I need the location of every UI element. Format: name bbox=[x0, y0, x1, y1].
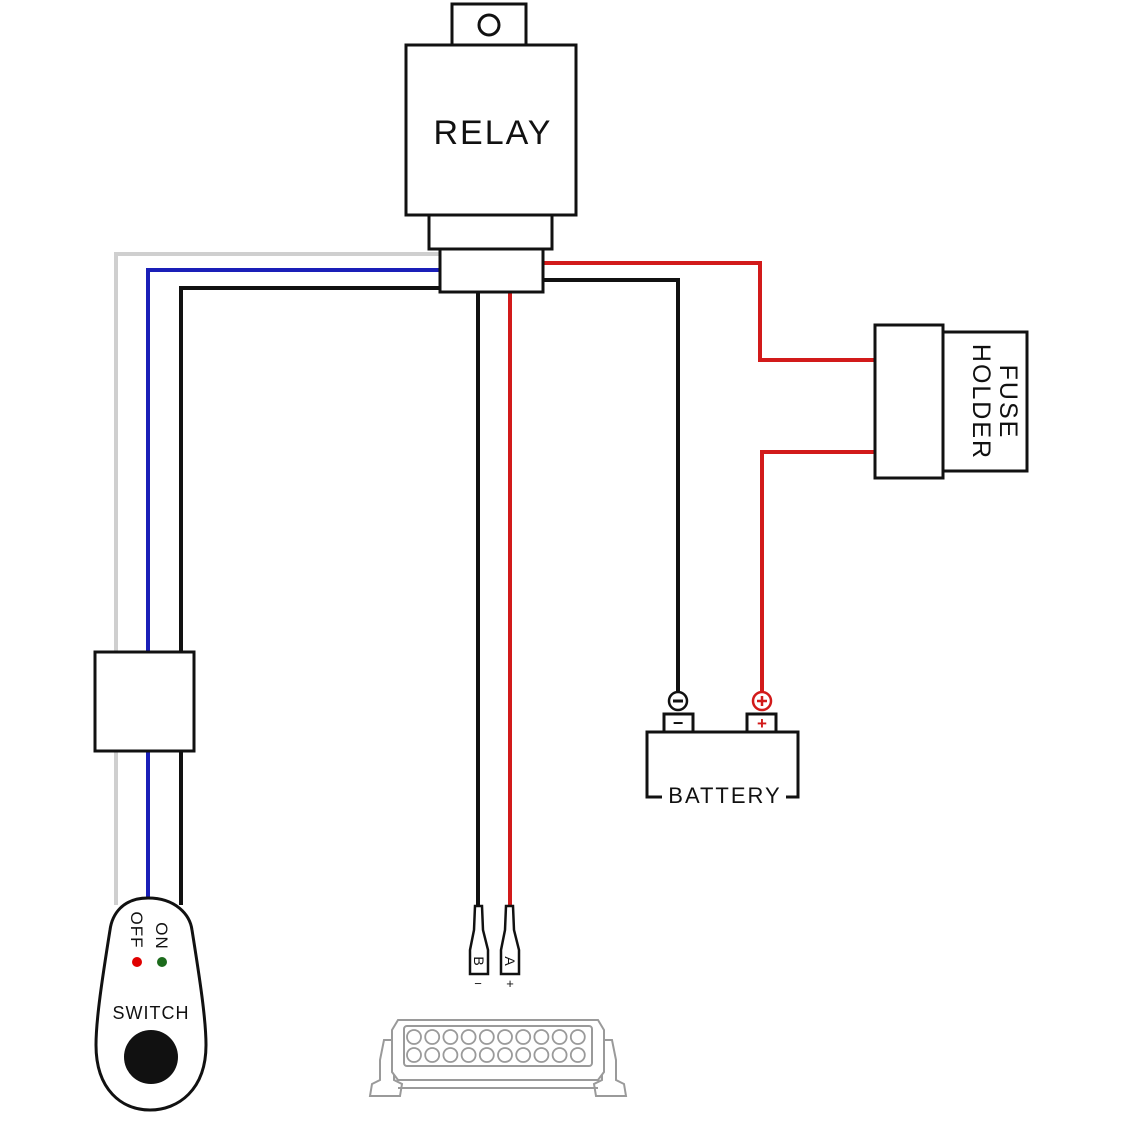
battery-positive-sign: + bbox=[757, 714, 767, 733]
led-cell-icon bbox=[515, 1029, 532, 1045]
fuse-holder-body bbox=[873, 323, 945, 480]
relay-body bbox=[404, 43, 578, 217]
relay-socket bbox=[438, 247, 545, 294]
battery-negative-sign: − bbox=[673, 713, 684, 733]
battery-label: BATTERY bbox=[668, 783, 781, 808]
led-cell-icon bbox=[460, 1047, 477, 1063]
led-cell-icon bbox=[551, 1047, 568, 1063]
wires bbox=[114, 252, 875, 906]
led-cell-icon bbox=[406, 1047, 422, 1063]
off-led-icon bbox=[132, 957, 142, 967]
light-bar-terminals: B − A + bbox=[468, 904, 521, 991]
led-cell-icon bbox=[497, 1029, 513, 1045]
led-cell-icon bbox=[533, 1047, 550, 1063]
led-cell-icon bbox=[478, 1047, 495, 1063]
led-light-bar-icon bbox=[368, 1019, 628, 1097]
terminal-b-connector bbox=[468, 904, 490, 976]
switch-harness-connector bbox=[93, 650, 196, 753]
terminal-a-connector bbox=[499, 904, 521, 976]
relay: RELAY bbox=[404, 2, 578, 294]
gray-wire bbox=[114, 252, 440, 905]
relay-neck bbox=[427, 213, 554, 251]
led-cell-icon bbox=[424, 1029, 441, 1045]
led-cell-icon bbox=[442, 1029, 459, 1045]
led-cell-icon bbox=[515, 1047, 532, 1063]
led-cell-icon bbox=[497, 1047, 513, 1063]
led-cell-icon bbox=[569, 1029, 586, 1045]
switch-label: SWITCH bbox=[113, 1003, 190, 1023]
fuse-holder: FUSE HOLDER bbox=[873, 323, 1029, 480]
relay-label: RELAY bbox=[434, 114, 553, 152]
switch[interactable]: OFF ON SWITCH bbox=[94, 896, 208, 1112]
led-cell-icon bbox=[460, 1029, 477, 1045]
fuse-holder-label-line2: HOLDER bbox=[967, 344, 995, 460]
relay-to-battery-negative-wire bbox=[543, 278, 680, 692]
battery: − + BATTERY bbox=[645, 690, 800, 808]
fuse-holder-label-line1: FUSE bbox=[994, 365, 1022, 440]
switch-body bbox=[94, 896, 208, 1112]
led-cell-icon bbox=[442, 1047, 459, 1063]
fuse-holder-cap bbox=[941, 330, 1029, 473]
switch-off-label: OFF bbox=[127, 912, 146, 949]
terminal-a-label: A bbox=[502, 956, 518, 966]
led-grid bbox=[406, 1029, 586, 1063]
blue-wire bbox=[146, 268, 440, 900]
fuse-to-battery-wire bbox=[760, 450, 875, 692]
led-cell-icon bbox=[478, 1029, 495, 1045]
mount-hole-icon bbox=[477, 13, 501, 37]
led-cell-icon bbox=[533, 1029, 550, 1045]
led-cell-icon bbox=[569, 1047, 586, 1063]
on-led-icon bbox=[157, 957, 167, 967]
terminal-b-label: B bbox=[471, 956, 487, 965]
battery-body bbox=[645, 730, 800, 799]
terminal-a-sign: + bbox=[506, 976, 514, 991]
switch-on-label: ON bbox=[152, 922, 171, 950]
led-cell-icon bbox=[406, 1029, 422, 1045]
push-button-icon[interactable] bbox=[124, 1030, 178, 1084]
relay-mount-tab bbox=[450, 2, 528, 47]
relay-to-fuse-wire bbox=[543, 261, 875, 362]
black-switch-wire bbox=[179, 286, 440, 905]
terminal-b-sign: − bbox=[474, 976, 482, 991]
led-cell-icon bbox=[551, 1029, 568, 1045]
led-cell-icon bbox=[424, 1047, 441, 1063]
